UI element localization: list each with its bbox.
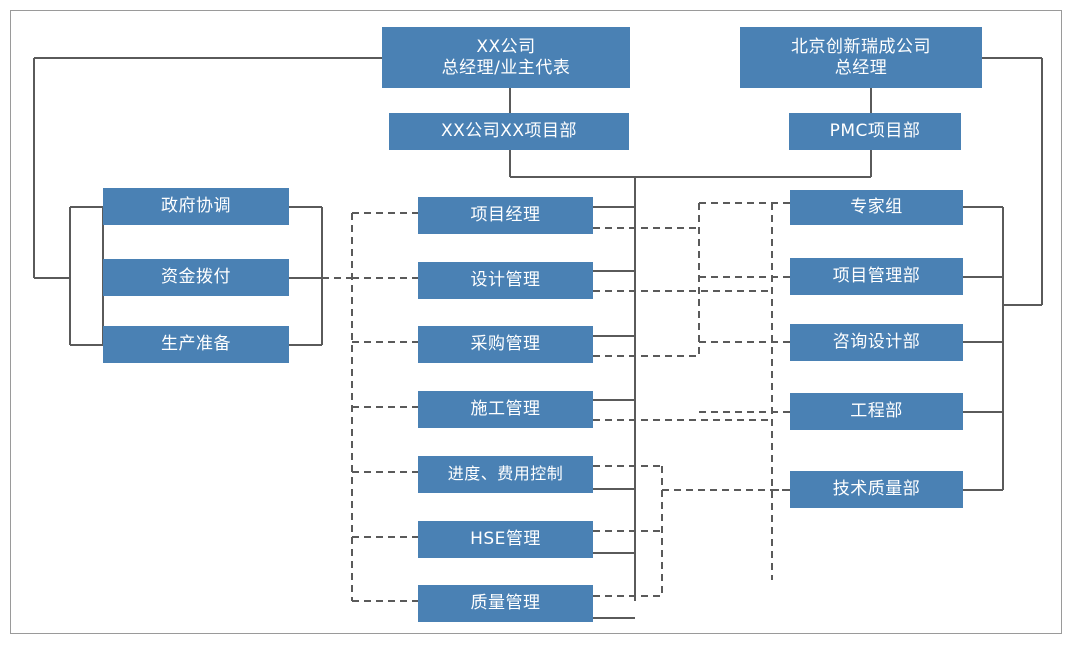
- node-pmc-general-manager[interactable]: 北京创新瑞成公司 总经理: [740, 27, 982, 88]
- node-center-2-label: 采购管理: [470, 334, 541, 355]
- node-left-1-label: 资金拨付: [161, 267, 231, 288]
- node-right-engineering-dept[interactable]: 工程部: [790, 393, 963, 430]
- node-center-procurement-management[interactable]: 采购管理: [418, 326, 593, 363]
- node-left-2-label: 生产准备: [161, 334, 231, 355]
- node-pmc-project-dept[interactable]: PMC项目部: [789, 113, 961, 150]
- node-left-production-prep[interactable]: 生产准备: [103, 326, 289, 363]
- node-owner-project-dept-label: XX公司XX项目部: [440, 121, 578, 142]
- node-owner-gm-line1: XX公司: [476, 37, 536, 58]
- node-owner-gm-line2: 总经理/业主代表: [441, 57, 571, 78]
- node-owner-project-dept[interactable]: XX公司XX项目部: [389, 113, 629, 150]
- node-pmc-project-dept-label: PMC项目部: [829, 121, 921, 142]
- node-right-3-label: 工程部: [850, 401, 903, 422]
- node-center-schedule-cost-control[interactable]: 进度、费用控制: [418, 456, 593, 493]
- diagram-frame: [10, 10, 1062, 634]
- node-left-0-label: 政府协调: [161, 196, 231, 217]
- node-center-construction-management[interactable]: 施工管理: [418, 391, 593, 428]
- node-pmc-gm-line2: 总经理: [834, 57, 888, 78]
- node-right-technical-quality-dept[interactable]: 技术质量部: [790, 471, 963, 508]
- node-center-quality-management[interactable]: 质量管理: [418, 585, 593, 622]
- node-right-0-label: 专家组: [850, 197, 903, 218]
- node-right-1-label: 项目管理部: [832, 266, 921, 287]
- node-left-gov-coordination[interactable]: 政府协调: [103, 188, 289, 225]
- node-center-6-label: 质量管理: [470, 593, 541, 614]
- node-center-4-label: 进度、费用控制: [447, 464, 564, 484]
- node-center-project-manager[interactable]: 项目经理: [418, 197, 593, 234]
- node-right-consulting-design-dept[interactable]: 咨询设计部: [790, 324, 963, 361]
- node-center-hse-management[interactable]: HSE管理: [418, 521, 593, 558]
- node-right-project-management-dept[interactable]: 项目管理部: [790, 258, 963, 295]
- node-center-design-management[interactable]: 设计管理: [418, 262, 593, 299]
- node-center-3-label: 施工管理: [470, 399, 541, 420]
- node-owner-general-manager[interactable]: XX公司 总经理/业主代表: [382, 27, 630, 88]
- node-right-2-label: 咨询设计部: [832, 332, 921, 353]
- node-center-0-label: 项目经理: [470, 205, 541, 226]
- node-center-5-label: HSE管理: [470, 529, 541, 550]
- node-left-fund-allocation[interactable]: 资金拨付: [103, 259, 289, 296]
- node-right-expert-group[interactable]: 专家组: [790, 190, 963, 225]
- node-center-1-label: 设计管理: [470, 270, 541, 291]
- node-right-4-label: 技术质量部: [832, 479, 921, 500]
- node-pmc-gm-line1: 北京创新瑞成公司: [791, 37, 931, 58]
